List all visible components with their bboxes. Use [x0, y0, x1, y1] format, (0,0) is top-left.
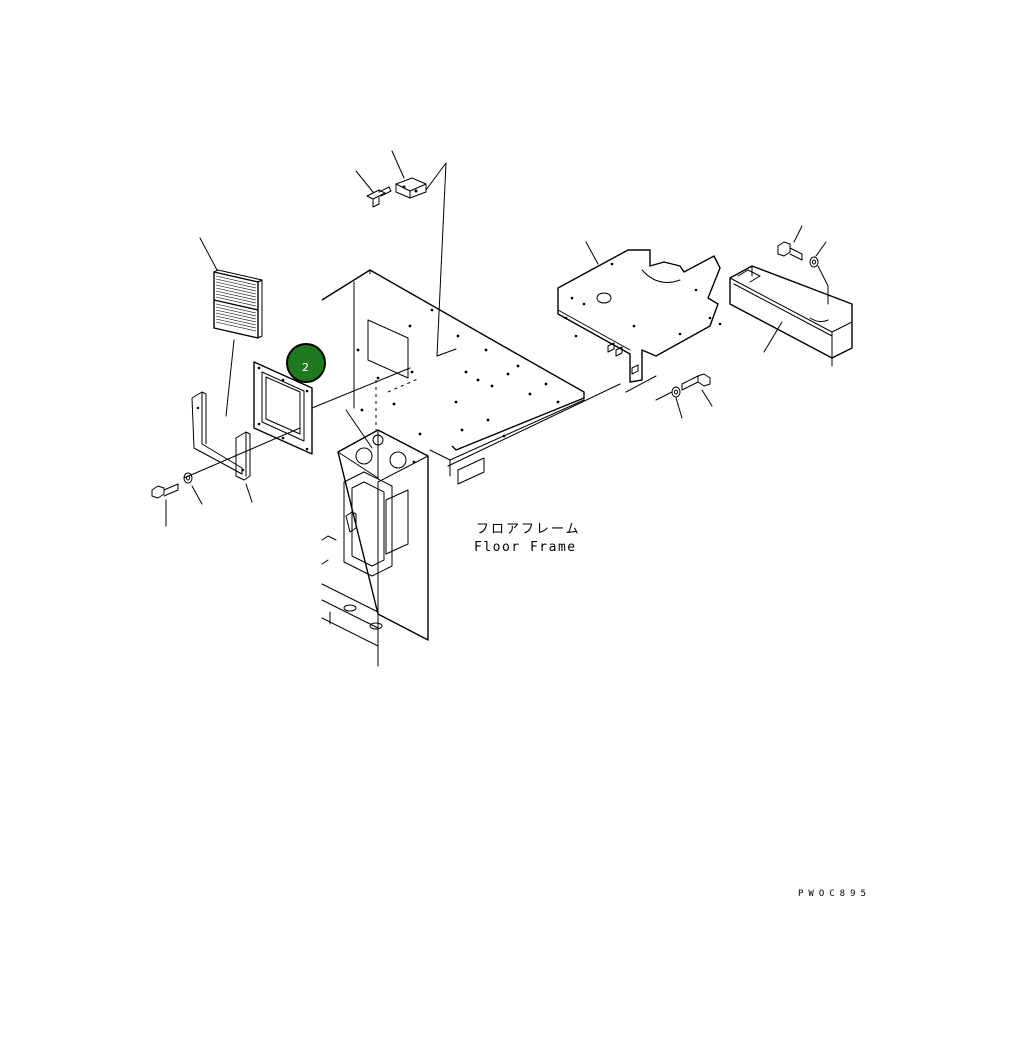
channel-bracket: [729, 265, 853, 367]
assembly-line: [183, 427, 301, 479]
top-right-bolt: [777, 225, 803, 261]
left-washer: [183, 472, 203, 505]
left-bolt: [151, 483, 179, 527]
floor-frame-label-en: Floor Frame: [474, 540, 577, 555]
callout-number: 2: [302, 361, 309, 374]
lower-right-bolt: [681, 373, 713, 407]
bracket: [191, 391, 253, 503]
floor-frame-label-jp: フロアフレーム: [476, 522, 581, 537]
filter-frame: [253, 361, 313, 455]
spacer-block: [391, 150, 457, 357]
top-right-washer: [809, 241, 829, 305]
assembly-line: [311, 367, 411, 409]
floor-frame: [321, 269, 585, 667]
lower-right-washer: [655, 386, 683, 419]
filter-element: [199, 237, 263, 417]
drawing-code: PWOC895: [798, 889, 871, 899]
callout-badge[interactable]: 2: [286, 343, 326, 383]
right-plate: [447, 241, 722, 467]
top-bolt: [355, 170, 392, 208]
